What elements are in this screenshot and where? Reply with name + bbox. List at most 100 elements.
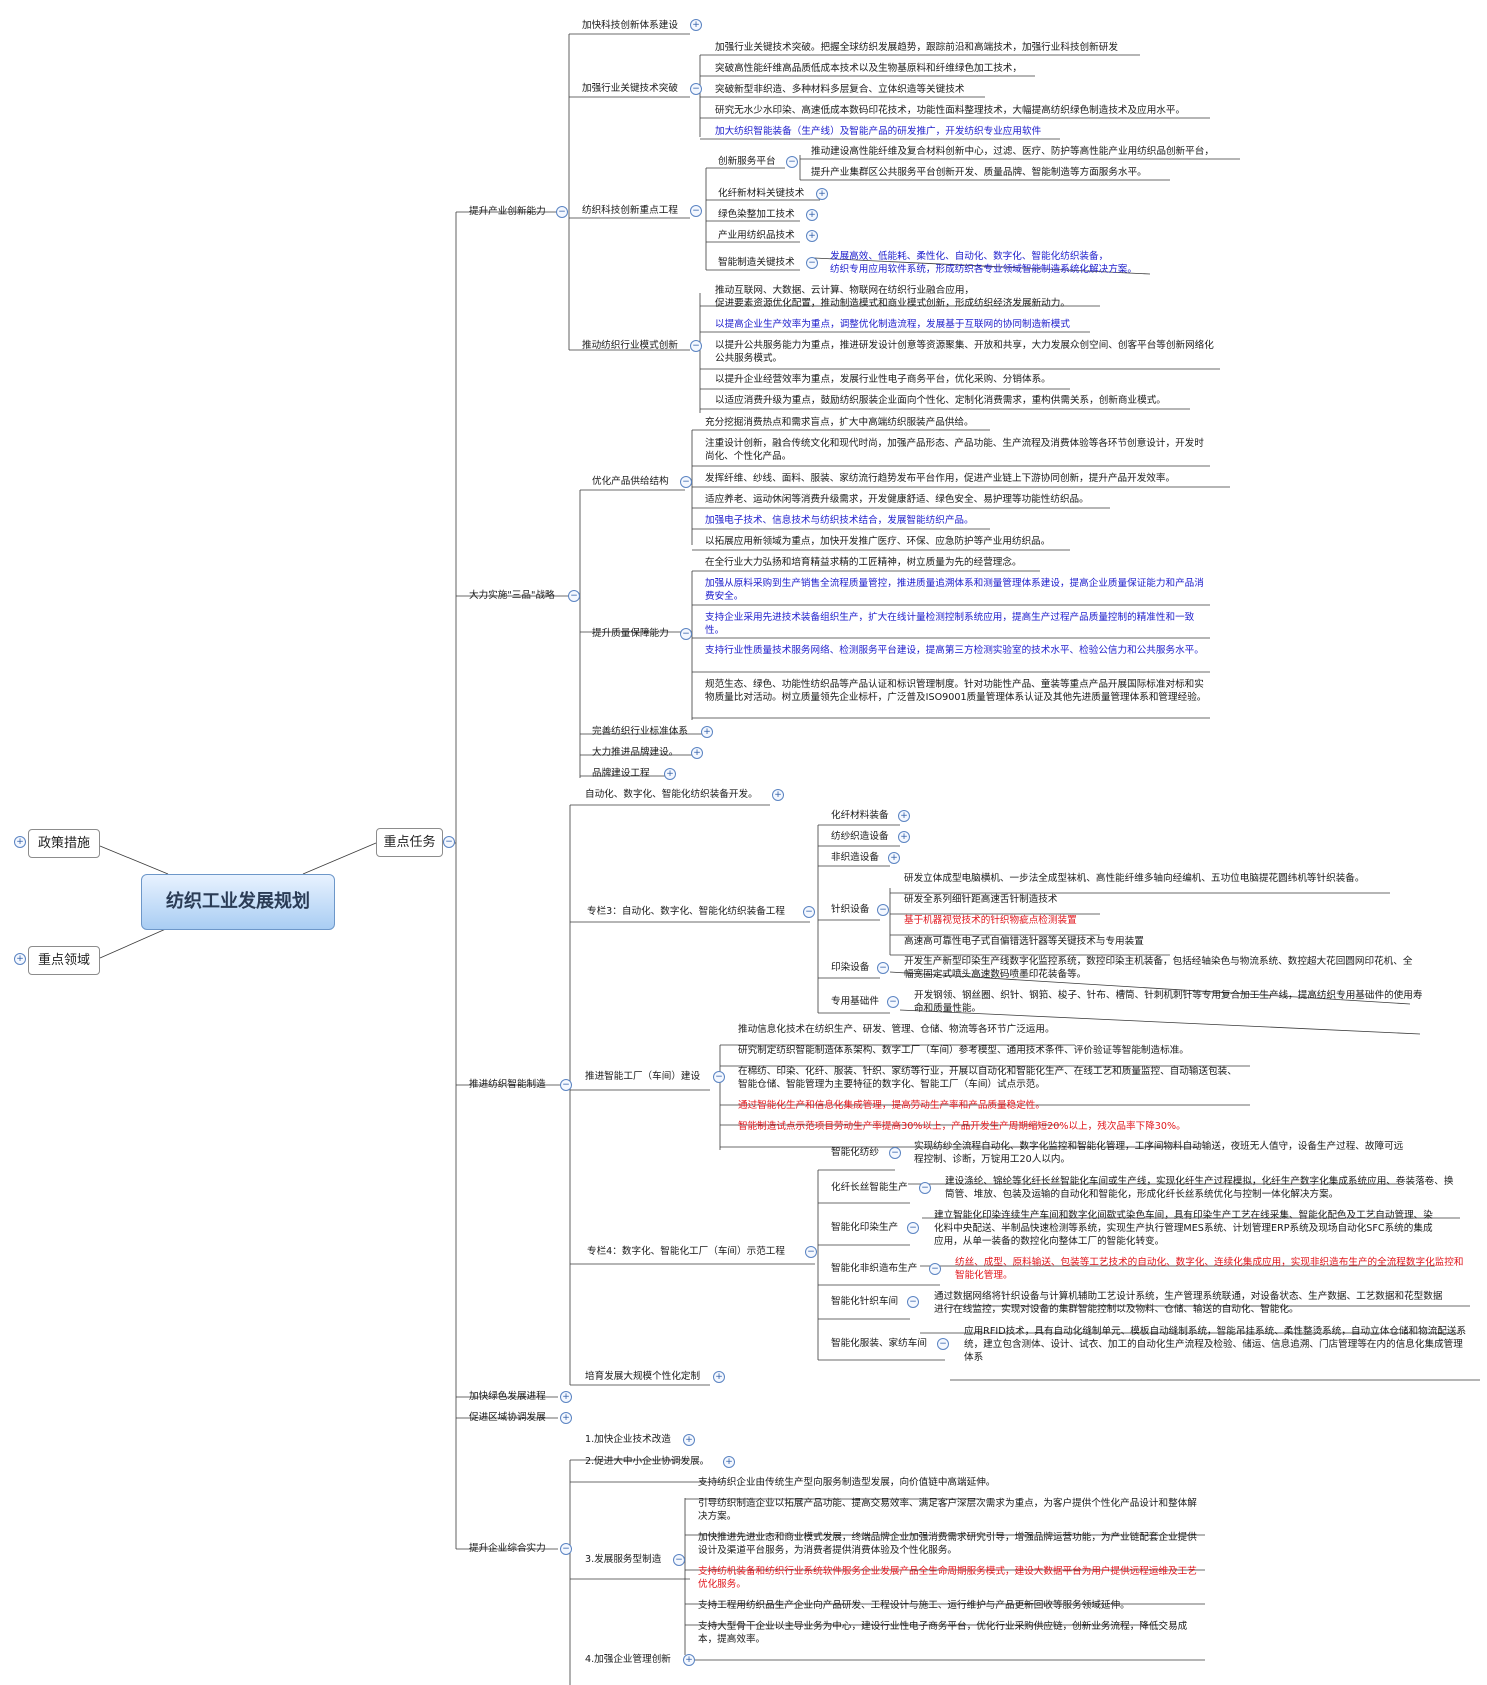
collapse-icon[interactable]: − (907, 1222, 919, 1234)
expand-icon[interactable]: + (713, 1371, 725, 1383)
text-item: 支持企业采用先进技术装备组织生产，扩大在线计量检测控制系统应用，提高生产过程产品… (705, 612, 1195, 636)
collapse-icon[interactable]: − (786, 156, 798, 168)
node-tech-system[interactable]: 加快科技创新体系建设 (582, 20, 678, 31)
node-regional[interactable]: 促进区域协调发展 (469, 1412, 546, 1423)
node-comprehensive[interactable]: 提升企业综合实力 (469, 1543, 546, 1554)
expand-icon[interactable]: + (772, 789, 784, 801)
collapse-icon[interactable]: − (803, 906, 815, 918)
collapse-icon[interactable]: − (690, 340, 702, 352)
text-item: 开发钢领、钢丝圈、织针、钢筘、梭子、针布、槽筒、针刺机刺针等专用复合加工生产线，… (914, 990, 1423, 1014)
expand-icon[interactable]: + (690, 19, 702, 31)
topic-policy[interactable]: 政策措施 (28, 829, 100, 858)
node-base-parts[interactable]: 专用基础件 (831, 996, 879, 1007)
expand-icon[interactable]: + (806, 209, 818, 221)
node-supply[interactable]: 优化产品供给结构 (592, 476, 669, 487)
collapse-icon[interactable]: − (690, 83, 702, 95)
collapse-icon[interactable]: − (556, 206, 568, 218)
text-item: 发展高效、低能耗、柔性化、自动化、数字化、智能化纺织装备， 纺织专用应用软件系统… (830, 251, 1137, 275)
node-smart-knit[interactable]: 智能化针织车间 (831, 1296, 899, 1307)
node-brand-project[interactable]: 品牌建设工程 (592, 768, 650, 779)
collapse-icon[interactable]: − (887, 996, 899, 1008)
collapse-icon[interactable]: − (937, 1338, 949, 1350)
node-dye-eq[interactable]: 印染设备 (831, 962, 870, 973)
collapse-icon[interactable]: − (560, 1543, 572, 1555)
expand-icon[interactable]: + (560, 1391, 572, 1403)
collapse-icon[interactable]: − (877, 904, 889, 916)
node-spin-eq[interactable]: 纺纱织造设备 (831, 831, 889, 842)
collapse-icon[interactable]: − (443, 836, 455, 848)
expand-icon[interactable]: + (664, 768, 676, 780)
node-smart-nonwoven[interactable]: 智能化非织造布生产 (831, 1263, 918, 1274)
expand-icon[interactable]: + (14, 836, 26, 848)
expand-icon[interactable]: + (683, 1434, 695, 1446)
node-breakthrough[interactable]: 加强行业关键技术突破 (582, 83, 678, 94)
collapse-icon[interactable]: − (889, 1147, 901, 1159)
text-item: 支持工程用纺织品生产企业向产品研发、工程设计与施工、运行维护与产品更新回收等服务… (698, 1600, 1130, 1611)
node-mgmt-innovation[interactable]: 4.加强企业管理创新 (585, 1654, 671, 1665)
text-item: 推动建设高性能纤维及复合材料创新中心，过滤、医疗、防护等高性能产业用纺织品创新平… (811, 146, 1214, 157)
collapse-icon[interactable]: − (673, 1554, 685, 1566)
collapse-icon[interactable]: − (907, 1296, 919, 1308)
collapse-icon[interactable]: − (568, 590, 580, 602)
text-item: 智能制造试点示范项目劳动生产率提高30%以上，产品开发生产周期缩短20%以上，残… (738, 1121, 1186, 1132)
node-brand[interactable]: 大力推进品牌建设。 (592, 747, 679, 758)
expand-icon[interactable]: + (14, 953, 26, 965)
node-column4[interactable]: 专栏4：数字化、智能化工厂（车间）示范工程 (587, 1246, 785, 1257)
node-customization[interactable]: 培育发展大规模个性化定制 (585, 1371, 701, 1382)
collapse-icon[interactable]: − (806, 257, 818, 269)
expand-icon[interactable]: + (683, 1654, 695, 1666)
node-service-mfg[interactable]: 3.发展服务型制造 (585, 1554, 662, 1565)
node-filament[interactable]: 化纤长丝智能生产 (831, 1182, 908, 1193)
collapse-icon[interactable]: − (560, 1079, 572, 1091)
node-standard[interactable]: 完善纺织行业标准体系 (592, 726, 688, 737)
collapse-icon[interactable]: − (713, 1071, 725, 1083)
node-smart-dyeing[interactable]: 智能化印染生产 (831, 1222, 899, 1233)
expand-icon[interactable]: + (691, 747, 703, 759)
collapse-icon[interactable]: − (877, 962, 889, 974)
text-item: 研发立体成型电脑横机、一步法全成型袜机、高性能纤维多轴向经编机、五功位电脑提花圆… (904, 873, 1365, 884)
node-innovation[interactable]: 提升产业创新能力 (469, 206, 546, 217)
collapse-icon[interactable]: − (690, 205, 702, 217)
expand-icon[interactable]: + (701, 726, 713, 738)
node-smart-tech[interactable]: 智能制造关键技术 (718, 257, 795, 268)
node-green[interactable]: 加快绿色发展进程 (469, 1391, 546, 1402)
node-knit-eq[interactable]: 针织设备 (831, 904, 870, 915)
node-smart-spin[interactable]: 智能化纺纱 (831, 1147, 879, 1158)
expand-icon[interactable]: + (560, 1412, 572, 1424)
node-fiber-eq[interactable]: 化纤材料装备 (831, 810, 889, 821)
expand-icon[interactable]: + (888, 852, 900, 864)
text-item: 推动信息化技术在纺织生产、研发、管理、仓储、物流等各环节广泛运用。 (738, 1024, 1055, 1035)
collapse-icon[interactable]: − (680, 628, 692, 640)
node-fiber-tech[interactable]: 化纤新材料关键技术 (718, 188, 805, 199)
node-smart-mfg[interactable]: 推进纺织智能制造 (469, 1079, 546, 1090)
node-nonwoven-eq[interactable]: 非织造设备 (831, 852, 879, 863)
node-tech-reform[interactable]: 1.加快企业技术改造 (585, 1434, 671, 1445)
node-dyeing-tech[interactable]: 绿色染整加工技术 (718, 209, 795, 220)
text-item: 以提高企业生产效率为重点，调整优化制造流程，发展基于互联网的协同制造新模式 (715, 319, 1070, 330)
expand-icon[interactable]: + (816, 188, 828, 200)
node-model-innovation[interactable]: 推动纺织行业模式创新 (582, 340, 678, 351)
text-item: 应用RFID技术，具有自动化缝制单元、模板自动缝制系统，智能吊挂系统、柔性整烫系… (964, 1326, 1467, 1363)
expand-icon[interactable]: + (723, 1456, 735, 1468)
expand-icon[interactable]: + (898, 810, 910, 822)
node-key-project[interactable]: 纺织科技创新重点工程 (582, 205, 678, 216)
topic-areas[interactable]: 重点领域 (28, 946, 100, 975)
collapse-icon[interactable]: − (919, 1182, 931, 1194)
node-sme[interactable]: 2.促进大中小企业协调发展。 (585, 1456, 710, 1467)
node-service-platform[interactable]: 创新服务平台 (718, 156, 776, 167)
node-column3[interactable]: 专栏3：自动化、数字化、智能化纺织装备工程 (587, 906, 785, 917)
node-equip-dev[interactable]: 自动化、数字化、智能化纺织装备开发。 (585, 789, 758, 800)
root-topic[interactable]: 纺织工业发展规划 (141, 874, 335, 930)
collapse-icon[interactable]: − (929, 1263, 941, 1275)
expand-icon[interactable]: + (806, 230, 818, 242)
text-item: 在棉纺、印染、化纤、服装、针织、家纺等行业，开展以自动化和智能化生产、在线工艺和… (738, 1066, 1237, 1090)
topic-tasks[interactable]: 重点任务 (376, 828, 443, 857)
node-smart-apparel[interactable]: 智能化服装、家纺车间 (831, 1338, 927, 1349)
collapse-icon[interactable]: − (805, 1246, 817, 1258)
node-quality[interactable]: 提升质量保障能力 (592, 628, 669, 639)
collapse-icon[interactable]: − (680, 476, 692, 488)
node-three-products[interactable]: 大力实施"三品"战略 (469, 590, 555, 601)
expand-icon[interactable]: + (898, 831, 910, 843)
node-smart-factory[interactable]: 推进智能工厂（车间）建设 (585, 1071, 701, 1082)
node-industrial-textile[interactable]: 产业用纺织品技术 (718, 230, 795, 241)
